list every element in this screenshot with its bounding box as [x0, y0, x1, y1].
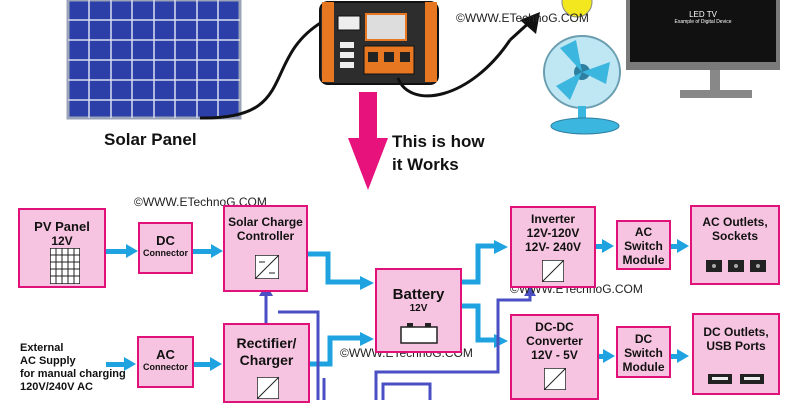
ac-socket-icons — [706, 260, 766, 272]
battery-block: Battery 12V — [375, 268, 462, 353]
pv-grid-icon — [50, 248, 80, 284]
usb-port-icons — [708, 374, 764, 384]
inverter-symbol-icon — [542, 260, 564, 282]
dcdc-symbol-icon — [544, 368, 566, 390]
dc-outlets-block: DC Outlets, USB Ports — [692, 313, 780, 395]
panel-cable — [199, 20, 323, 120]
ac-connector-block: AC Connector — [137, 336, 194, 388]
ac-switch-module-block: AC Switch Module — [616, 220, 671, 270]
bulb-image — [561, 0, 593, 18]
solar-panel-label: Solar Panel — [104, 130, 197, 149]
output-cable — [396, 39, 512, 98]
rectifier-symbol-icon — [257, 377, 279, 399]
dc-connector-block: DC Connector — [138, 222, 193, 274]
fan-image — [543, 35, 621, 135]
external-ac-supply-text: External AC Supply for manual charging 1… — [20, 342, 126, 393]
pv-panel-block: PV Panel 12V — [18, 208, 106, 288]
output-arrowhead — [520, 12, 540, 34]
converter-symbol-icon — [255, 255, 279, 279]
watermark-top: ©WWW.ETechnoG.COM — [456, 11, 589, 25]
power-station-image — [319, 1, 439, 85]
tv-screen-text: LED TV Example of Digital Device — [674, 10, 732, 25]
solar-panel-image — [66, 0, 242, 120]
tv-image — [626, 0, 780, 98]
solar-charge-controller-block: Solar Charge Controller — [223, 205, 308, 292]
dc-dc-converter-block: DC-DC Converter 12V - 5V — [510, 314, 599, 400]
inverter-block: Inverter 12V-120V 12V- 240V — [510, 206, 596, 288]
how-it-works-text: This is how it Works — [392, 132, 485, 174]
ac-outlets-block: AC Outlets, Sockets — [690, 205, 780, 285]
how-it-works-arrow — [348, 92, 388, 190]
rectifier-charger-block: Rectifier/ Charger — [223, 323, 310, 403]
battery-icon — [400, 323, 438, 344]
dc-switch-module-block: DC Switch Module — [616, 326, 671, 378]
flow-arrows — [106, 239, 689, 371]
